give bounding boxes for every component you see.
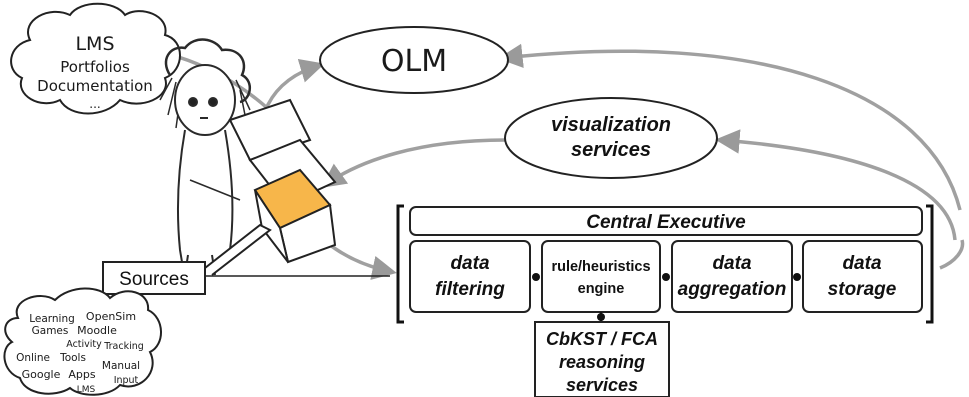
- reasoning-line1: CbKST / FCA: [546, 329, 658, 349]
- source-item-3: Moodle: [77, 324, 117, 337]
- olm-node: OLM: [319, 26, 509, 94]
- lms-cloud-line2: Portfolios: [60, 58, 130, 76]
- source-item-7: Tools: [59, 352, 86, 364]
- module-storage: [802, 240, 923, 313]
- arrow-vis-to-box: [321, 138, 506, 188]
- olm-label: OLM: [381, 44, 447, 79]
- central-executive-bar: [409, 206, 923, 236]
- source-item-12: LMS: [77, 385, 96, 395]
- source-item-11: Input: [114, 375, 139, 386]
- source-item-0: Learning: [29, 313, 75, 325]
- arrow-to-olm: [498, 43, 962, 211]
- source-item-10: Manual: [102, 360, 140, 372]
- source-item-9: Apps: [68, 368, 95, 381]
- source-item-2: Games: [32, 325, 69, 337]
- source-item-6: Online: [16, 352, 50, 364]
- source-item-1: OpenSim: [86, 310, 136, 323]
- person-figure: [159, 38, 251, 281]
- source-cloud: Learning OpenSim Games Moodle Activity T…: [3, 287, 162, 396]
- arrow-to-visualization: [715, 129, 957, 241]
- aggregation-line2: aggregation: [678, 279, 787, 300]
- storage-line1: data: [842, 253, 882, 274]
- storage-line2: storage: [828, 279, 897, 300]
- lms-cloud-line1: LMS: [75, 33, 114, 55]
- rule-engine-line2: engine: [578, 281, 625, 297]
- open-box: [228, 98, 337, 264]
- reasoning-line2: reasoning: [559, 352, 645, 372]
- connector-dot-2: [662, 273, 670, 281]
- reasoning-line3: services: [566, 375, 638, 395]
- module-aggregation: [671, 240, 793, 313]
- visualization-line2: services: [571, 139, 651, 161]
- visualization-services-node: visualization services: [504, 97, 718, 179]
- connector-dot-1: [532, 273, 540, 281]
- filtering-line2: filtering: [435, 279, 505, 300]
- module-filtering: [409, 240, 531, 313]
- filtering-line1: data: [450, 253, 490, 274]
- connector-dot-3: [793, 273, 801, 281]
- module-rule-engine: [541, 240, 661, 313]
- visualization-line1: visualization: [551, 114, 671, 136]
- bracket-right: [926, 204, 934, 324]
- lms-cloud-line4: ...: [89, 97, 100, 111]
- sources-label: Sources: [119, 269, 189, 290]
- source-item-8: Google: [22, 368, 61, 381]
- bracket-left: [396, 204, 404, 324]
- central-executive-label: Central Executive: [586, 212, 746, 233]
- lms-cloud: LMS Portfolios Documentation ...: [10, 2, 181, 115]
- central-executive-block: Central Executive data filtering rule/he…: [396, 204, 934, 397]
- sources-box: Sources: [102, 223, 390, 295]
- arrow-right-return: [939, 239, 965, 270]
- reasoning-services-box: [534, 321, 670, 397]
- aggregation-line1: data: [712, 253, 752, 274]
- lms-cloud-line3: Documentation: [37, 77, 153, 95]
- rule-engine-line1: rule/heuristics: [551, 259, 650, 275]
- source-item-4: Activity: [66, 339, 102, 350]
- source-item-5: Tracking: [103, 341, 144, 352]
